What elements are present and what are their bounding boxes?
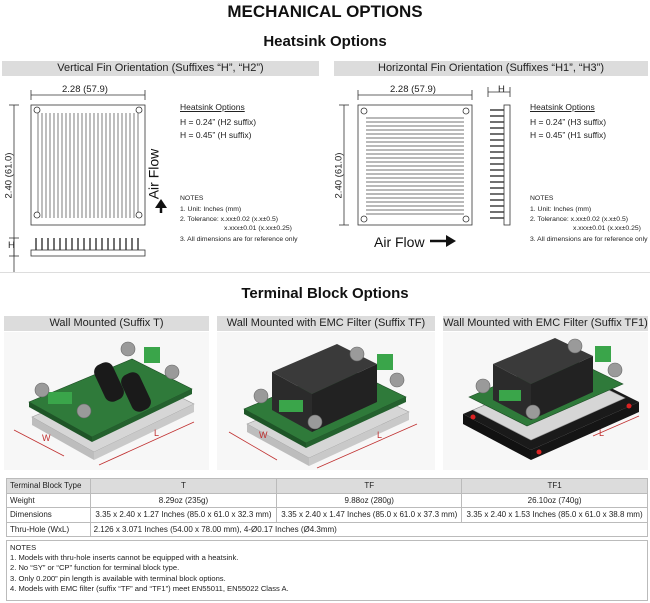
table-cell: 3.35 x 2.40 x 1.27 Inches (85.0 x 61.0 x… xyxy=(89,507,278,523)
horizontal-notes-title: NOTES xyxy=(530,195,554,202)
table-cell: 3.35 x 2.40 x 1.47 Inches (85.0 x 61.0 x… xyxy=(276,507,463,523)
airflow-arrow-right-icon xyxy=(430,235,456,247)
l-dimension-label: L xyxy=(154,428,159,438)
table-cell: 2.126 x 3.071 Inches (54.00 x 78.00 mm),… xyxy=(89,521,649,537)
horizontal-airflow-label: Air Flow xyxy=(374,234,425,250)
terminal-connector-icon xyxy=(279,354,393,412)
terminal-panel-header-tf: Wall Mounted with EMC Filter (Suffix TF) xyxy=(217,316,435,331)
table-note-item: 3. Only 0.200” pin length is available w… xyxy=(10,573,226,583)
horizontal-fin-header: Horizontal Fin Orientation (Suffixes “H1… xyxy=(334,61,648,76)
vertical-fin-header: Vertical Fin Orientation (Suffixes “H”, … xyxy=(2,61,319,76)
table-header-cell: TF xyxy=(276,478,463,494)
w-dimension-label: W xyxy=(259,430,268,440)
vertical-fin-drawing xyxy=(9,90,167,273)
horizontal-width-dimension: 2.28 (57.9) xyxy=(390,84,436,95)
horizontal-option-1: H = 0.24” (H3 suffix) xyxy=(530,117,607,127)
horizontal-option-2: H = 0.45” (H1 suffix) xyxy=(530,130,607,140)
table-header-cell: Terminal Block Type xyxy=(6,478,91,494)
table-header-cell: T xyxy=(89,478,278,494)
horizontal-note-2a: 2. Tolerance: x.xx±0.02 (x.x±0.5) xyxy=(530,216,629,223)
table-note-item: 4. Models with EMC filter (suffix “TF” a… xyxy=(10,583,289,593)
section-divider xyxy=(0,272,650,273)
terminal-panel-header-tf1: Wall Mounted with EMC Filter (Suffix TF1… xyxy=(443,316,648,331)
terminal-spec-table: Terminal Block Type T TF TF1 Weight 8.29… xyxy=(6,478,649,537)
table-notes-box: NOTES 1. Models with thru-hole inserts c… xyxy=(6,540,648,601)
terminal-panel-header-t: Wall Mounted (Suffix T) xyxy=(4,316,209,331)
terminal-connector-icon xyxy=(48,347,160,404)
airflow-arrow-up-icon xyxy=(155,199,167,213)
vertical-notes-title: NOTES xyxy=(180,195,204,202)
horizontal-options-title: Heatsink Options xyxy=(530,102,595,112)
vertical-option-2: H = 0.45” (H suffix) xyxy=(180,130,252,140)
terminal-t-illustration: W L xyxy=(4,332,209,470)
horizontal-height-dimension: 2.40 (61.0) xyxy=(333,152,345,199)
terminal-tf-illustration: W L xyxy=(217,332,435,470)
horizontal-h-label: H xyxy=(498,84,505,95)
horizontal-fin-drawing xyxy=(339,87,511,247)
vertical-height-dimension: 2.40 (61.0) xyxy=(3,152,15,199)
page-title: MECHANICAL OPTIONS xyxy=(227,2,423,21)
capacitor-icon xyxy=(94,362,151,412)
vertical-note-2b: x.xxx±0.01 (x.xx±0.25) xyxy=(224,225,292,232)
table-cell: Weight xyxy=(6,492,91,508)
l-dimension-label: L xyxy=(599,428,604,438)
table-note-item: 2. No “SY” or “CP” function for terminal… xyxy=(10,563,180,573)
vertical-width-dimension: 2.28 (57.9) xyxy=(62,84,108,95)
table-row: Dimensions 3.35 x 2.40 x 1.27 Inches (85… xyxy=(6,507,648,523)
table-notes-title: NOTES xyxy=(10,543,37,552)
horizontal-note-2b: x.xxx±0.01 (x.xx±0.25) xyxy=(573,225,641,232)
table-header-row: Terminal Block Type T TF TF1 xyxy=(6,478,648,494)
table-cell: 26.10oz (740g) xyxy=(461,492,648,508)
vertical-airflow-label: Air Flow xyxy=(145,148,162,200)
table-row: Weight 8.29oz (235g) 9.88oz (280g) 26.10… xyxy=(6,492,648,508)
horizontal-note-1: 1. Unit: Inches (mm) xyxy=(530,206,592,213)
vertical-options-title: Heatsink Options xyxy=(180,102,245,112)
terminal-connector-icon xyxy=(499,346,611,401)
vertical-h-label: H xyxy=(8,240,15,251)
table-header-cell: TF1 xyxy=(461,478,648,494)
vertical-note-1: 1. Unit: Inches (mm) xyxy=(180,206,242,213)
table-cell: Thru-Hole (WxL) xyxy=(6,521,91,537)
heatsink-section-title: Heatsink Options xyxy=(263,33,387,50)
horizontal-note-3: 3. All dimensions are for reference only xyxy=(530,236,648,243)
table-cell: 8.29oz (235g) xyxy=(89,492,278,508)
vertical-note-3: 3. All dimensions are for reference only xyxy=(180,236,298,243)
table-cell: 9.88oz (280g) xyxy=(276,492,463,508)
table-row: Thru-Hole (WxL) 2.126 x 3.071 Inches (54… xyxy=(6,521,649,537)
terminal-section-title: Terminal Block Options xyxy=(241,285,409,302)
l-dimension-label: L xyxy=(377,430,382,440)
vertical-option-1: H = 0.24” (H2 suffix) xyxy=(180,117,257,127)
table-note-item: 1. Models with thru-hole inserts cannot … xyxy=(10,553,239,563)
table-cell: 3.35 x 2.40 x 1.53 Inches (85.0 x 61.0 x… xyxy=(461,507,648,523)
terminal-tf1-illustration: L xyxy=(443,332,648,470)
table-cell: Dimensions xyxy=(6,507,91,523)
w-dimension-label: W xyxy=(42,433,51,443)
vertical-note-2a: 2. Tolerance: x.xx±0.02 (x.x±0.5) xyxy=(180,216,279,223)
